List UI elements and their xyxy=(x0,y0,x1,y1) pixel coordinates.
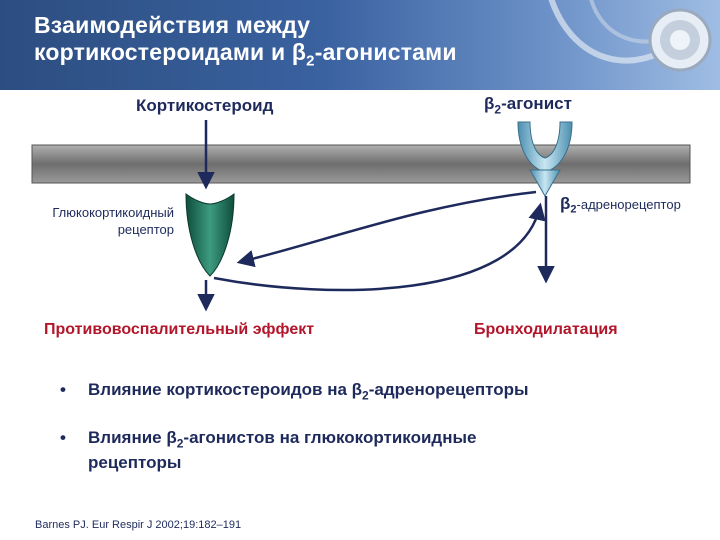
bullet-text-1: Влияние кортикостероидов на β2-адренорец… xyxy=(88,380,648,405)
label-b2-agonist-sub: 2 xyxy=(494,102,502,117)
slide-title: Взаимодействия между кортикостероидами и… xyxy=(34,12,457,75)
label-gc-receptor-line1: Глюкокортикоидный xyxy=(52,205,174,220)
label-b2-receptor: β2-адренорецептор xyxy=(560,194,681,216)
header-bar: Взаимодействия между кортикостероидами и… xyxy=(0,0,720,90)
stethoscope-icon xyxy=(548,0,712,72)
bullet-2-prefix: Влияние β xyxy=(88,428,177,447)
label-b2-agonist-prefix: β xyxy=(484,94,495,113)
bullet-dot: • xyxy=(60,380,66,399)
label-gc-receptor-line2: рецептор xyxy=(117,222,174,237)
label-b2-receptor-sub: 2 xyxy=(570,203,577,216)
citation: Barnes PJ. Eur Respir J 2002;19:182–191 xyxy=(35,519,242,531)
label-b2-agonist: β2-агонист xyxy=(484,94,572,116)
bullet-dot: • xyxy=(60,428,66,447)
bullet-2-sub: 2 xyxy=(176,436,184,451)
label-b2-receptor-prefix: β xyxy=(560,194,571,213)
label-bronchodilation: Бронходилатация xyxy=(474,321,618,338)
title-line-2-suffix: -агонистами xyxy=(314,39,457,65)
label-anti-inflammatory-effect: Противовоспалительный эффект xyxy=(44,321,315,338)
bullet-text-2: Влияние β2-агонистов на глюкокортикоидны… xyxy=(88,428,648,472)
label-b2-receptor-suffix: -адренорецептор xyxy=(576,197,681,212)
gc-receptor-icon xyxy=(185,193,235,277)
label-b2-agonist-suffix: -агонист xyxy=(501,94,572,113)
title-line-2-prefix: кортикостероидами и β xyxy=(34,39,307,65)
bullet-2-suffix: -агонистов на глюкокортикоидные xyxy=(183,428,477,447)
cell-membrane xyxy=(31,144,691,184)
title-line-2: кортикостероидами и β2-агонистами xyxy=(34,39,457,75)
label-corticosteroid: Кортикостероид xyxy=(136,96,274,115)
label-gc-receptor: Глюкокортикоидный рецептор xyxy=(6,204,174,238)
b2-to-gc-arrow xyxy=(236,190,537,268)
title-line-1: Взаимодействия между xyxy=(34,12,311,38)
title-line-2-sub: 2 xyxy=(306,52,315,70)
b2-receptor-icon xyxy=(517,121,573,198)
bullet-1-suffix: -адренорецепторы xyxy=(368,380,529,399)
gc-to-b2-arrow xyxy=(213,202,546,292)
bullet-1-sub: 2 xyxy=(362,388,369,403)
bullet-2-line2: рецепторы xyxy=(88,453,182,473)
bullet-1-prefix: Влияние кортикостероидов на β xyxy=(88,380,363,399)
